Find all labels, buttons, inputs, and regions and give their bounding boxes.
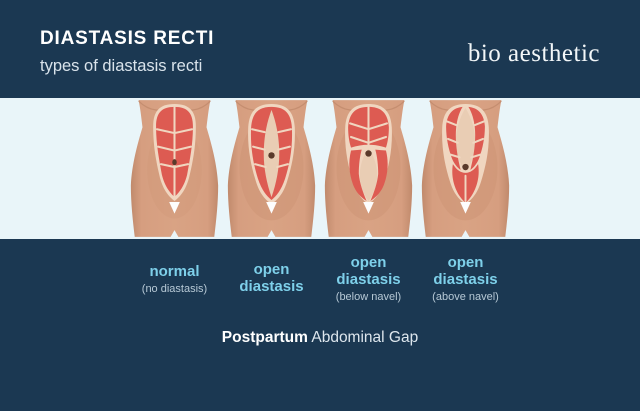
page-title: DIASTASIS RECTI — [40, 28, 215, 49]
torso-open-diastasis-below-navel-illustration — [320, 98, 417, 239]
brand-logo: bio aesthetic — [467, 40, 600, 67]
torso-open-diastasis-icon — [227, 99, 316, 238]
torso-open-diastasis-illustration — [223, 98, 320, 239]
torso-figures-row — [0, 98, 640, 239]
navel — [365, 150, 372, 157]
diastasis-gap — [359, 148, 378, 201]
type-sublabel-text: (no diastasis) — [141, 282, 208, 295]
torso-open-diastasis-above-navel-illustration — [417, 98, 514, 239]
right-muscle-flank — [370, 149, 388, 201]
left-muscle-flank — [349, 149, 367, 201]
caption-rest: Abdominal Gap — [311, 329, 419, 346]
type-sublabel-text: (below navel) — [335, 290, 402, 303]
type-label-normal: normal (no diastasis) — [126, 262, 223, 297]
labels-band: normal (no diastasis) open diastasis ope… — [0, 239, 640, 411]
torso-open-diastasis-above-navel-icon — [421, 99, 510, 238]
type-label-text: normal — [149, 262, 200, 280]
type-label-open-diastasis-below-navel: open diastasis (below navel) — [320, 255, 417, 304]
navel — [462, 163, 469, 171]
type-labels-row: normal (no diastasis) open diastasis ope… — [0, 249, 640, 311]
navel — [268, 152, 275, 159]
torso-normal-illustration — [126, 98, 223, 239]
torso-normal-icon — [130, 99, 219, 238]
type-label-open-diastasis: open diastasis — [223, 261, 320, 298]
type-sublabel-text: (above navel) — [432, 290, 499, 303]
page-subtitle: types of diastasis recti — [40, 57, 203, 75]
type-label-text: open diastasis — [239, 261, 304, 295]
type-label-text: open diastasis — [336, 254, 401, 289]
caption-bold: Postpartum — [221, 329, 308, 346]
caption: Postpartum Abdominal Gap — [0, 329, 640, 347]
type-label-open-diastasis-above-navel: open diastasis (above navel) — [417, 255, 514, 304]
illustration-band — [0, 98, 640, 239]
header: DIASTASIS RECTI types of diastasis recti… — [0, 0, 640, 98]
navel — [172, 159, 177, 166]
type-label-text: open diastasis — [433, 254, 498, 289]
diastasis-gap — [455, 107, 476, 171]
torso-open-diastasis-below-navel-icon — [324, 99, 413, 238]
header-titles: DIASTASIS RECTI types of diastasis recti — [40, 28, 214, 76]
